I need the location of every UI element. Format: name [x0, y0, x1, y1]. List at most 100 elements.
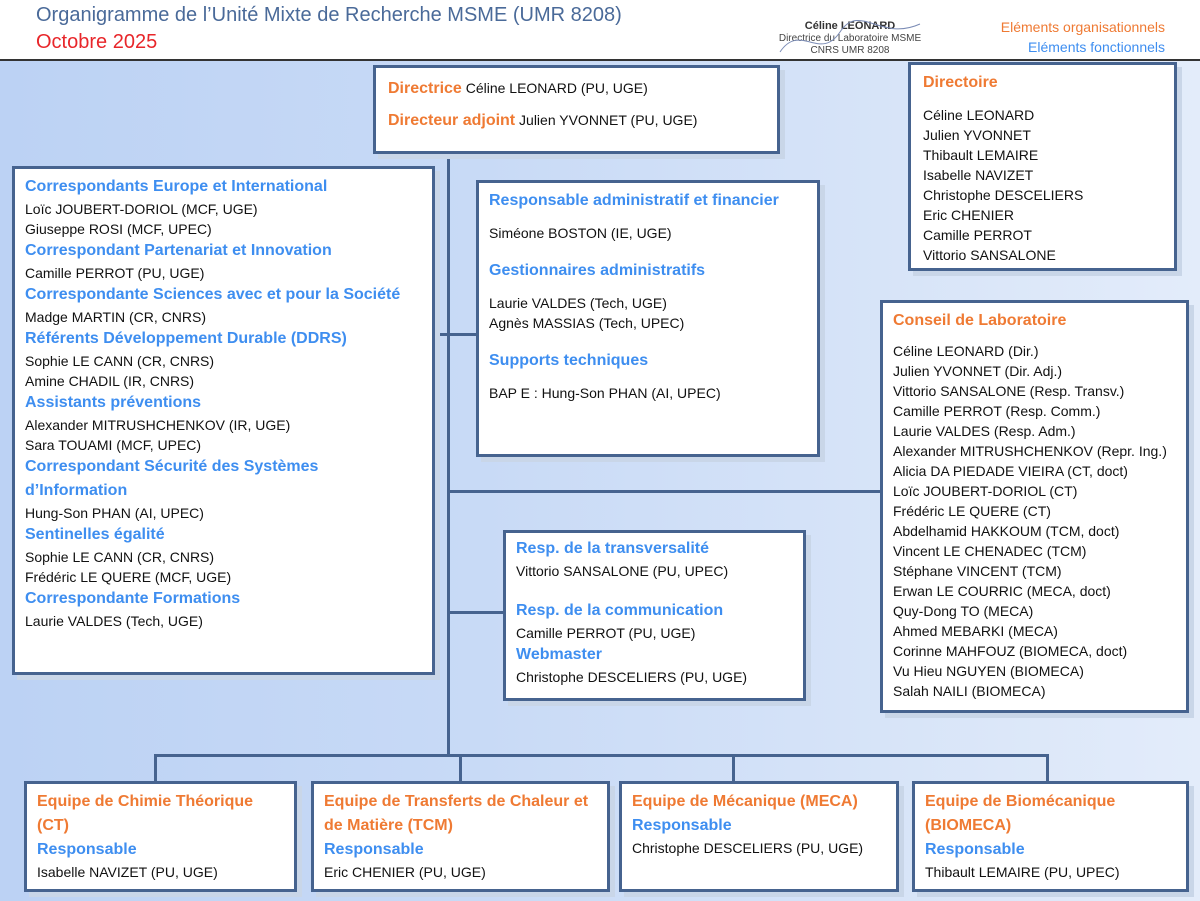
conseil-member: Laurie VALDES (Resp. Adm.) [893, 423, 1076, 439]
section-member: Giuseppe ROSI (MCF, UPEC) [25, 221, 212, 237]
section-title: Resp. de la communication [516, 602, 724, 619]
section-title: Correspondante Sciences avec et pour la … [25, 286, 401, 303]
connector [432, 333, 478, 336]
directoire-member: Isabelle NAVIZET [923, 167, 1034, 183]
conseil-member: Camille PERROT (Resp. Comm.) [893, 403, 1101, 419]
signature-unit: CNRS UMR 8208 [810, 45, 890, 56]
conseil-member: Alexander MITRUSHCHENKOV (Repr. Ing.) [893, 443, 1167, 459]
section-member: Vittorio SANSALONE (PU, UPEC) [516, 563, 729, 579]
section-member: Sara TOUAMI (MCF, UPEC) [25, 437, 202, 453]
connector [1046, 754, 1049, 784]
team-resp: Christophe DESCELIERS (PU, UGE) [632, 840, 864, 856]
conseil-member: Ahmed MEBARKI (MECA) [893, 623, 1058, 639]
conseil-member: Abdelhamid HAKKOUM (TCM, doct) [893, 523, 1120, 539]
conseil-member: Corinne MAHFOUZ (BIOMECA, doct) [893, 643, 1128, 659]
team-box: Equipe de Biomécanique (BIOMECA) Responsa… [912, 781, 1189, 892]
connector [154, 754, 157, 784]
section-member: Siméone BOSTON (IE, UGE) [489, 225, 672, 241]
directoire-member: Thibault LEMAIRE [923, 147, 1039, 163]
directrice-label: Directrice [388, 80, 462, 97]
team-resp-label: Responsable [632, 817, 732, 834]
conseil-member: Vincent LE CHENADEC (TCM) [893, 543, 1087, 559]
section-title: Assistants préventions [25, 394, 202, 411]
section-member: Hung-Son PHAN (AI, UPEC) [25, 505, 204, 521]
directoire-member: Céline LEONARD [923, 107, 1035, 123]
spacer [516, 581, 793, 599]
connector [459, 754, 462, 784]
spacer [489, 403, 807, 419]
spacer [489, 243, 807, 259]
spacer [489, 333, 807, 349]
signature-stamp: Céline LEONARD Directrice du Laboratoire… [770, 20, 930, 62]
section-member: Amine CHADIL (IR, CNRS) [25, 373, 195, 389]
section-member: Camille PERROT (PU, UGE) [516, 625, 696, 641]
connector [447, 611, 505, 614]
directoire-box: Directoire Céline LEONARD Julien YVONNET T… [908, 62, 1177, 271]
signature-role: Directrice du Laboratoire MSME [778, 33, 922, 44]
team-name: Equipe de Chimie Théorique (CT) [37, 793, 254, 834]
connector [154, 754, 1049, 757]
conseil-member: Quy-Dong TO (MECA) [893, 603, 1034, 619]
conseil-member: Erwan LE COURRIC (MECA, doct) [893, 583, 1111, 599]
conseil-member: Alicia DA PIEDADE VIEIRA (CT, doct) [893, 463, 1128, 479]
section-title: Resp. de la transversalité [516, 540, 709, 557]
team-name: Equipe de Transferts de Chaleur et de Ma… [324, 793, 589, 834]
section-member: Alexander MITRUSHCHENKOV (IR, UGE) [25, 417, 291, 433]
team-name: Equipe de Mécanique (MECA) [632, 793, 858, 810]
section-title: Webmaster [516, 646, 602, 663]
directoire-member: Camille PERROT [923, 227, 1032, 243]
team-resp-label: Responsable [925, 841, 1025, 858]
signature-name: Céline LEONARD [804, 20, 896, 32]
team-resp-label: Responsable [324, 841, 424, 858]
section-member: Sophie LE CANN (CR, CNRS) [25, 549, 215, 565]
team-name: Equipe de Biomécanique (BIOMECA) [925, 793, 1116, 834]
conseil-member: Stéphane VINCENT (TCM) [893, 563, 1062, 579]
section-member: Laurie VALDES (Tech, UGE) [25, 613, 203, 629]
directrice-name: Céline LEONARD (PU, UGE) [465, 80, 648, 96]
page-date: Octobre 2025 [36, 31, 158, 53]
adjoint-label: Directeur adjoint [388, 112, 516, 129]
section-member: BAP E : Hung-Son PHAN (AI, UPEC) [489, 385, 721, 401]
section-title: Sentinelles égalité [25, 526, 165, 543]
section-member: Frédéric LE QUERE (MCF, UGE) [25, 569, 232, 585]
section-title: Correspondant Partenariat et Innovation [25, 242, 332, 259]
conseil-member: Julien YVONNET (Dir. Adj.) [893, 363, 1063, 379]
directoire-member: Vittorio SANSALONE [923, 247, 1056, 263]
signature-scribble-icon [779, 20, 921, 53]
team-resp: Eric CHENIER (PU, UGE) [324, 864, 486, 880]
team-resp: Thibault LEMAIRE (PU, UPEC) [925, 864, 1120, 880]
team-resp: Isabelle NAVIZET (PU, UGE) [37, 864, 218, 880]
section-title: Supports techniques [489, 352, 649, 369]
section-title: Gestionnaires administratifs [489, 262, 706, 279]
section-member: Laurie VALDES (Tech, UGE) [489, 295, 667, 311]
section-member: Loïc JOUBERT-DORIOL (MCF, UGE) [25, 201, 258, 217]
conseil-member: Céline LEONARD (Dir.) [893, 343, 1039, 359]
team-resp-label: Responsable [37, 841, 137, 858]
section-title: Correspondante Formations [25, 590, 241, 607]
conseil-title: Conseil de Laboratoire [893, 312, 1067, 329]
section-title: Correspondants Europe et International [25, 178, 328, 195]
adjoint-name: Julien YVONNET (PU, UGE) [519, 112, 698, 128]
section-member: Camille PERROT (PU, UGE) [25, 265, 205, 281]
section-member: Christophe DESCELIERS (PU, UGE) [516, 669, 748, 685]
conseil-member: Frédéric LE QUERE (CT) [893, 503, 1051, 519]
legend: Eléments organisationnels Eléments fonct… [1001, 17, 1165, 57]
connector [447, 490, 882, 493]
legend-functional: Eléments fonctionnels [1028, 39, 1165, 55]
team-box: Equipe de Transferts de Chaleur et de Ma… [311, 781, 610, 892]
directoire-member: Eric CHENIER [923, 207, 1015, 223]
conseil-box: Conseil de Laboratoire Céline LEONARD (D… [880, 300, 1189, 713]
legend-organisational: Eléments organisationnels [1000, 19, 1165, 35]
connector [732, 754, 735, 784]
team-box: Equipe de Chimie Théorique (CT) Responsab… [24, 781, 297, 892]
section-member: Sophie LE CANN (CR, CNRS) [25, 353, 215, 369]
directoire-title: Directoire [923, 74, 998, 91]
conseil-member: Vu Hieu NGUYEN (BIOMECA) [893, 663, 1084, 679]
directoire-member: Julien YVONNET [923, 127, 1031, 143]
section-title: Responsable administratif et financier [489, 192, 779, 209]
conseil-member: Loïc JOUBERT-DORIOL (CT) [893, 483, 1078, 499]
